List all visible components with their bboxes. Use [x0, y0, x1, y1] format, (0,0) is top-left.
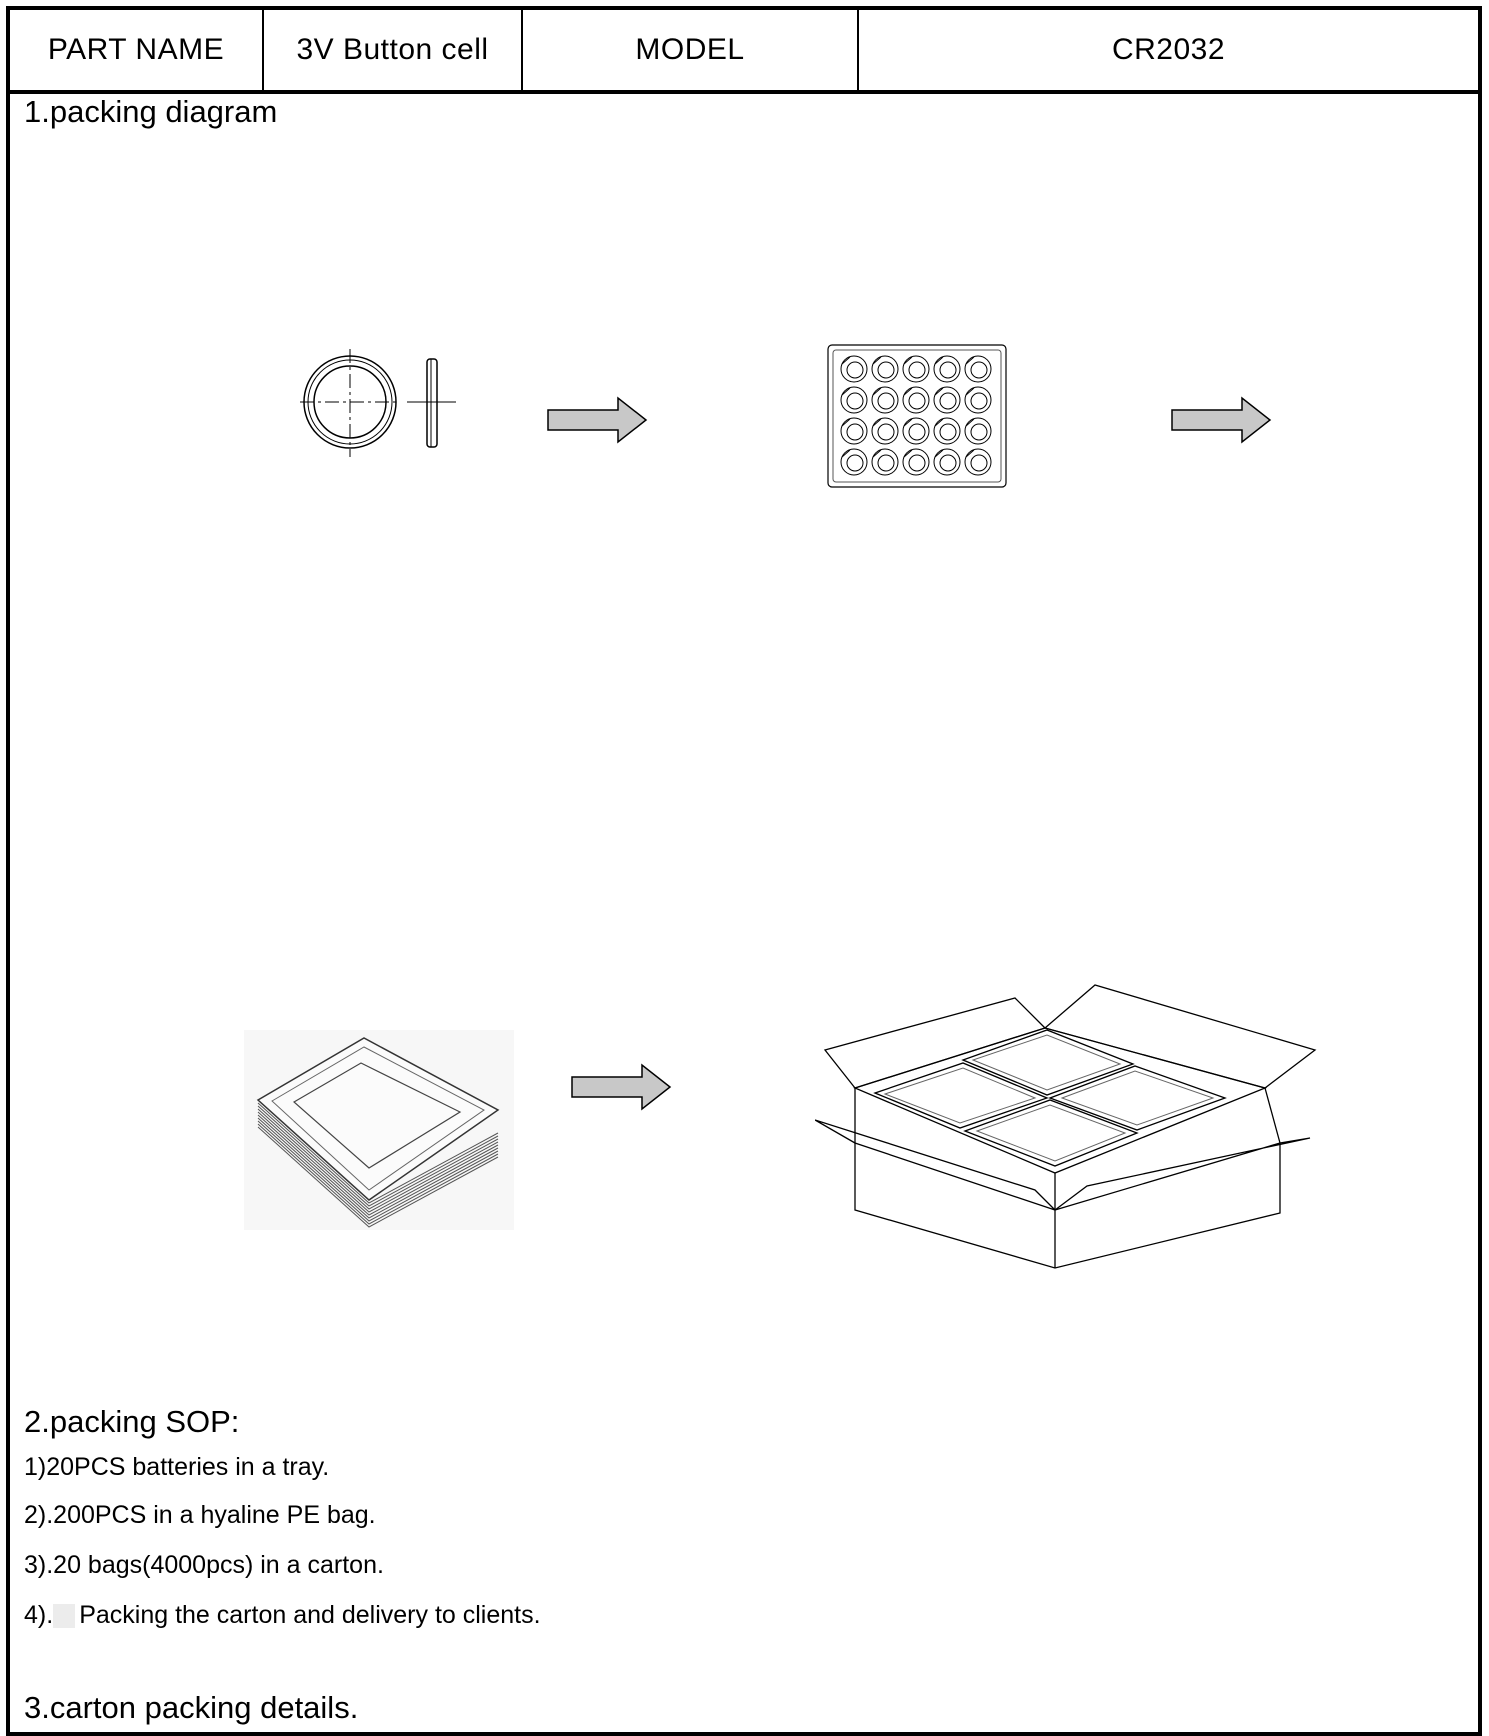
sop-step-2: 2).200PCS in a hyaline PE bag.	[24, 1501, 376, 1529]
model-label: MODEL	[521, 10, 857, 90]
stacked-trays-bag-icon	[244, 1030, 514, 1230]
packing-sop-title: 2.packing SOP:	[24, 1404, 240, 1439]
sop-step-4: 4). Packing the carton and delivery to cl…	[24, 1601, 541, 1630]
arrow-icon-1	[547, 396, 648, 444]
tray-pocket	[840, 355, 868, 383]
arrow-icon-3	[571, 1063, 672, 1111]
tray-pocket	[964, 386, 992, 414]
tray-pocket	[902, 448, 930, 476]
tray-pocket	[840, 386, 868, 414]
open-carton-icon	[815, 984, 1317, 1269]
part-name-label: PART NAME	[47, 33, 225, 66]
tray-pocket	[840, 417, 868, 445]
tray-pocket	[964, 448, 992, 476]
carton-details-title: 3.carton packing details.	[24, 1690, 359, 1725]
tray-pocket	[964, 417, 992, 445]
sop-step-1: 1)20PCS batteries in a tray.	[24, 1453, 330, 1481]
tray-pocket	[871, 448, 899, 476]
header-table: PART NAME 3V Button cell MODEL CR2032	[10, 10, 1478, 94]
tray-pocket	[933, 417, 961, 445]
part-name-value: 3V Button cell	[262, 10, 521, 90]
highlight-mark	[53, 1604, 76, 1629]
tray-pocket	[902, 355, 930, 383]
model-value: CR2032	[857, 10, 1478, 90]
sop-step-4-text: Packing the carton and delivery to clien…	[79, 1601, 541, 1629]
tray-pocket	[871, 355, 899, 383]
arrow-icon-2	[1171, 396, 1272, 444]
tray-pocket	[933, 386, 961, 414]
sop-step-3: 3).20 bags(4000pcs) in a carton.	[24, 1551, 384, 1579]
tray-pocket	[902, 386, 930, 414]
button-cell-icon	[300, 349, 456, 457]
tray-pocket	[840, 448, 868, 476]
tray-pocket	[871, 417, 899, 445]
tray-pocket	[964, 355, 992, 383]
tray-pocket	[871, 386, 899, 414]
tray-icon	[827, 344, 1007, 488]
spec-sheet: PART NAME 3V Button cell MODEL CR2032 1.…	[6, 6, 1482, 1736]
tray-pocket	[902, 417, 930, 445]
sop-step-4-number: 4).	[24, 1601, 54, 1629]
packing-diagram-title: 1.packing diagram	[24, 94, 278, 129]
tray-pocket	[933, 355, 961, 383]
tray-pocket	[933, 448, 961, 476]
